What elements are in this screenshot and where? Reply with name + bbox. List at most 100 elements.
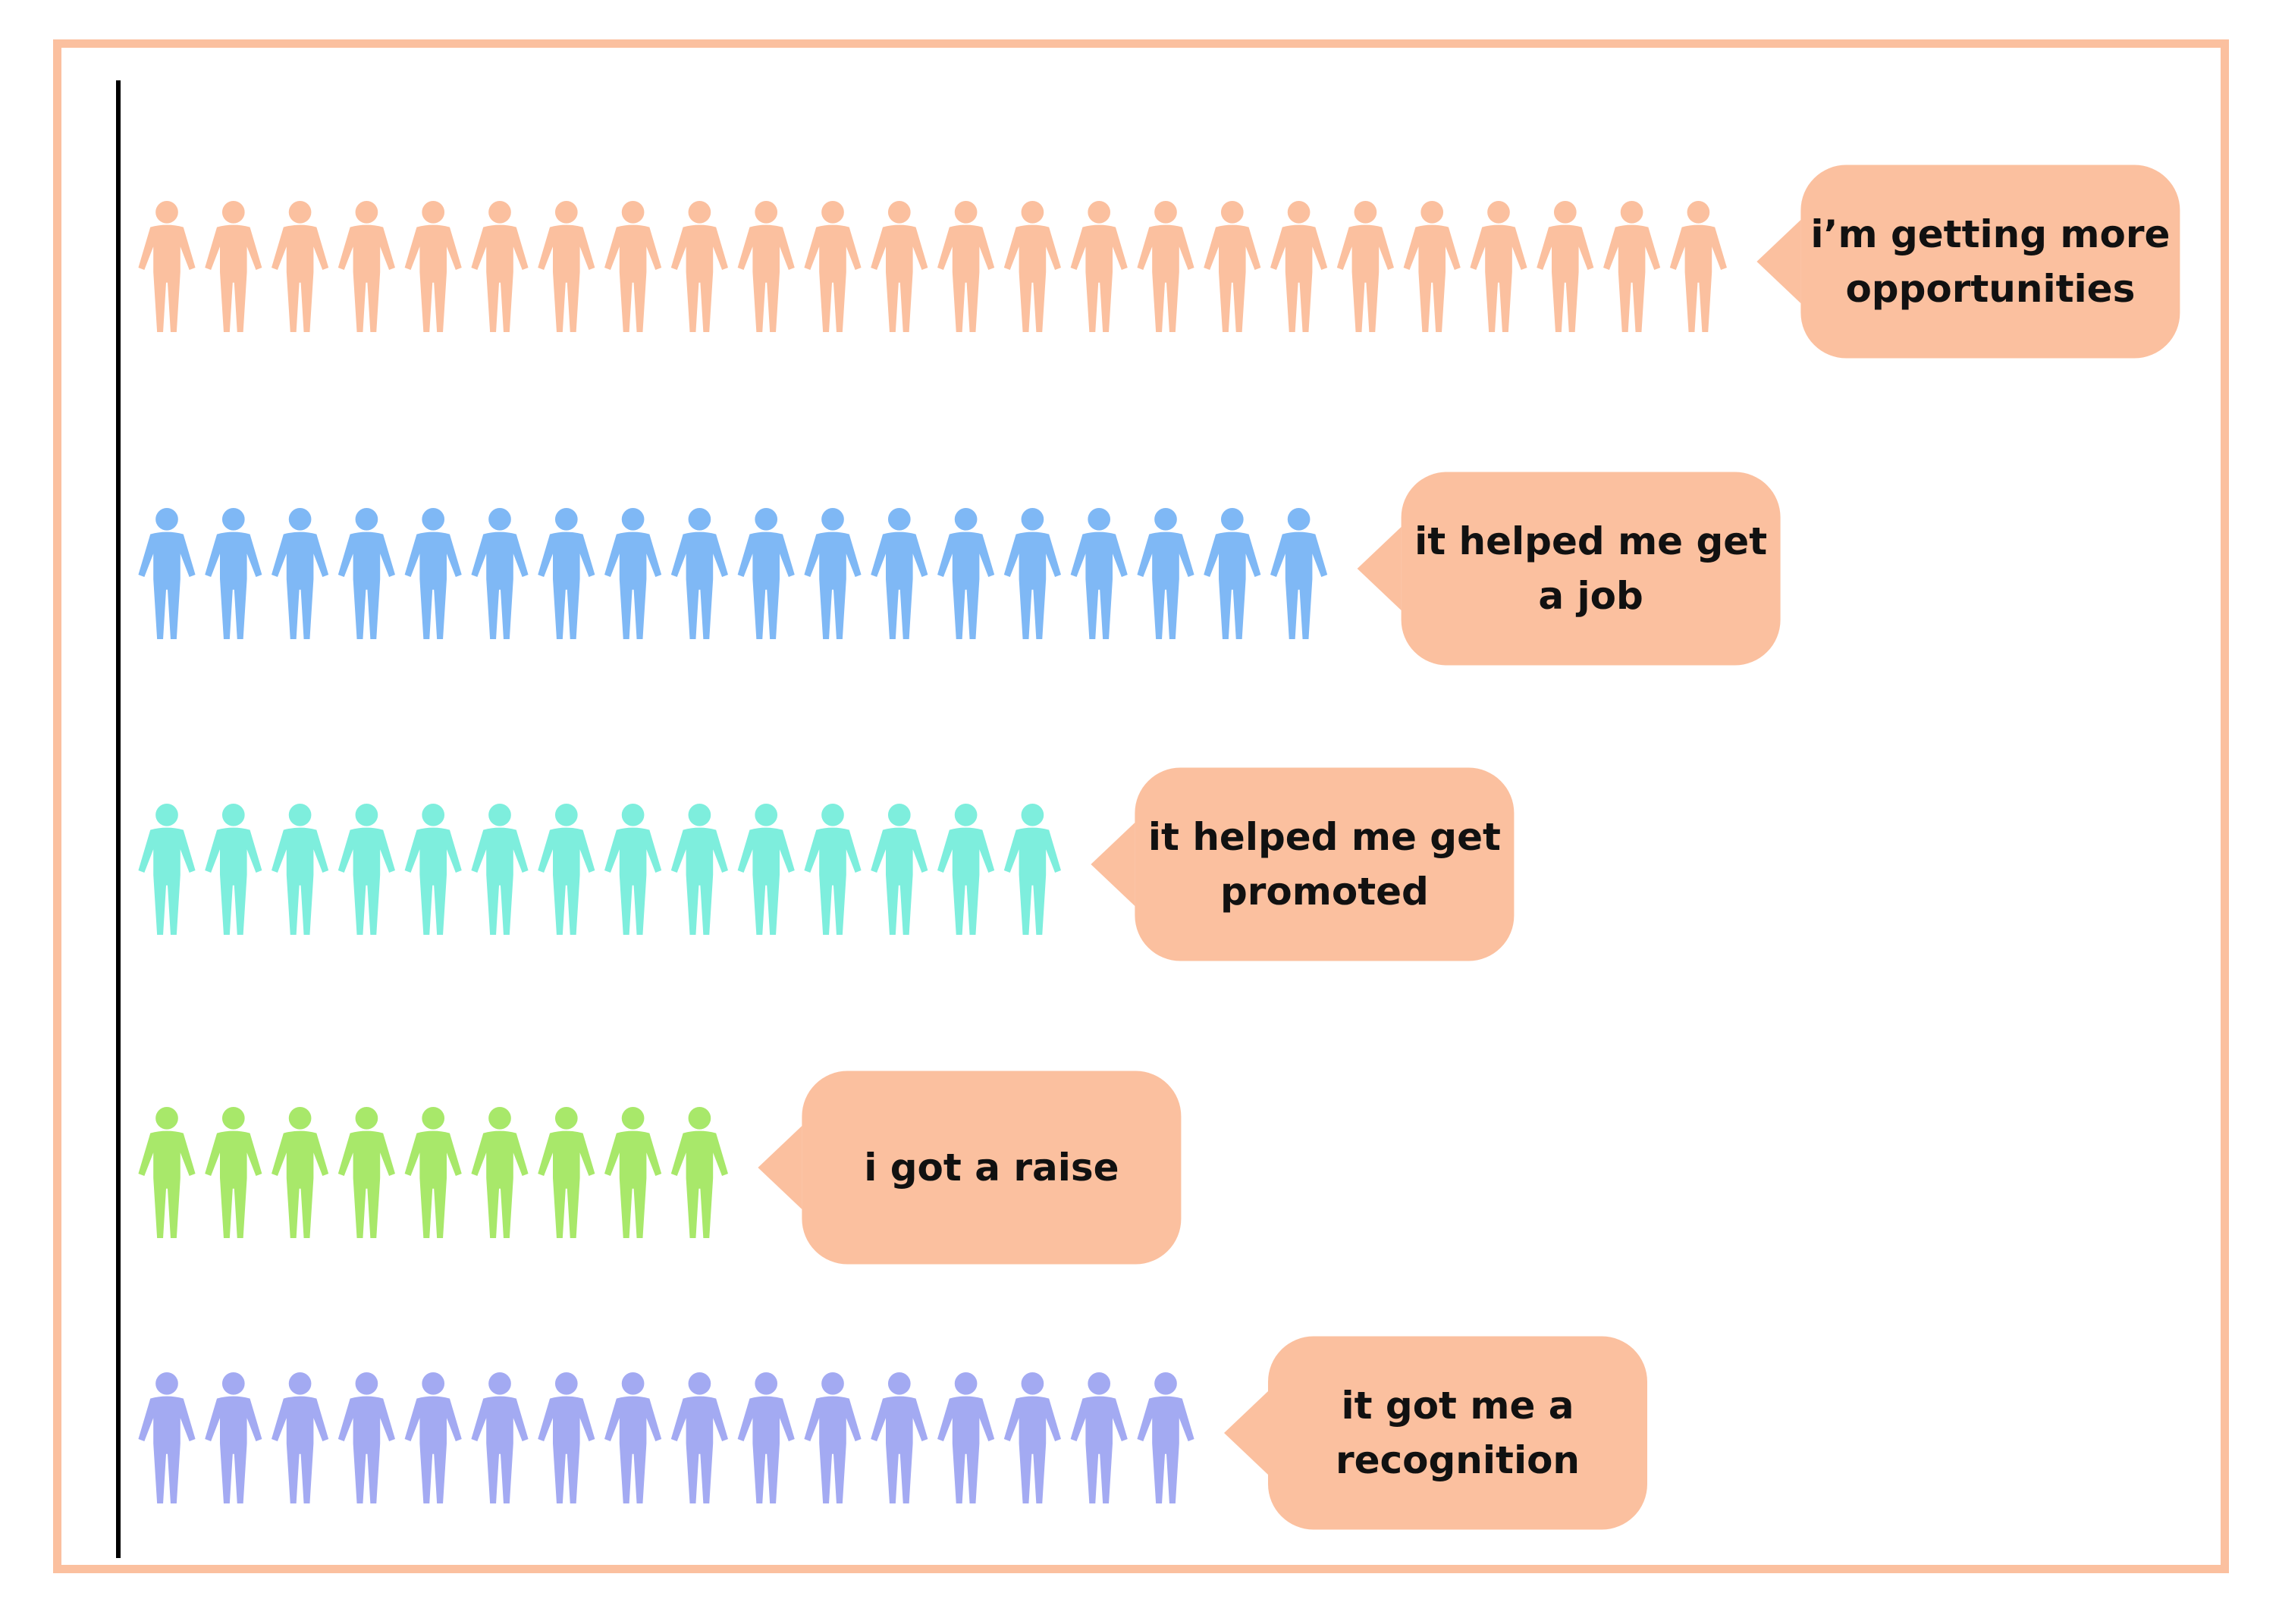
- person-icon: [471, 803, 529, 936]
- person-icon: [272, 200, 329, 333]
- person-icon: [604, 803, 662, 936]
- speech-bubble-tail: [1224, 1391, 1268, 1475]
- person-icon: [670, 803, 728, 936]
- speech-bubble-tail: [1357, 527, 1402, 610]
- person-icon: [1070, 200, 1128, 333]
- person-icon: [1137, 507, 1194, 640]
- row-4: i got a raise: [138, 1071, 1182, 1265]
- speech-bubble-tail: [1756, 220, 1801, 303]
- person-icon: [804, 803, 862, 936]
- person-icon: [804, 1372, 862, 1504]
- person-icon: [404, 1372, 462, 1504]
- person-icon: [272, 1106, 329, 1239]
- person-icon: [937, 507, 995, 640]
- person-icon: [1669, 200, 1727, 333]
- person-icon: [737, 803, 795, 936]
- person-icon: [471, 1372, 529, 1504]
- person-icon: [1270, 507, 1328, 640]
- category-label: it helped me get: [1148, 815, 1501, 859]
- speech-bubble: [802, 1071, 1182, 1265]
- person-icon: [1470, 200, 1527, 333]
- category-label: i’m getting more: [1810, 212, 2170, 256]
- person-icon: [138, 507, 196, 640]
- person-icon: [337, 200, 395, 333]
- person-icon: [538, 803, 595, 936]
- person-icon: [404, 1106, 462, 1239]
- person-icon: [538, 507, 595, 640]
- person-icon: [404, 507, 462, 640]
- person-icon: [670, 507, 728, 640]
- row-2: it helped me get a job: [138, 472, 1781, 666]
- person-icon: [538, 1106, 595, 1239]
- person-icon: [205, 1372, 262, 1504]
- person-icon: [1070, 1372, 1128, 1504]
- person-icon: [538, 1372, 595, 1504]
- speech-bubble: [1135, 767, 1515, 961]
- person-icon: [1003, 507, 1061, 640]
- person-icon: [138, 200, 196, 333]
- category-label: it helped me get: [1414, 519, 1767, 563]
- person-icon: [272, 803, 329, 936]
- category-label: opportunities: [1845, 267, 2135, 311]
- person-icon: [138, 1372, 196, 1504]
- person-icon: [138, 803, 196, 936]
- row-1: i’m getting more opportunities: [138, 165, 2180, 359]
- person-icon: [272, 507, 329, 640]
- person-icon: [604, 507, 662, 640]
- person-icon: [538, 200, 595, 333]
- person-icon: [205, 200, 262, 333]
- person-icon: [337, 507, 395, 640]
- person-icon: [471, 507, 529, 640]
- row-3: it helped me get promoted: [138, 767, 1515, 961]
- person-icon: [1537, 200, 1594, 333]
- person-icon: [1137, 200, 1194, 333]
- person-icon: [1070, 507, 1128, 640]
- person-icon: [737, 200, 795, 333]
- person-icon: [1204, 507, 1261, 640]
- person-icon: [337, 1372, 395, 1504]
- person-icon: [205, 1106, 262, 1239]
- person-icon: [1603, 200, 1661, 333]
- person-icon: [205, 803, 262, 936]
- category-label: recognition: [1336, 1438, 1580, 1482]
- category-label: it got me a: [1341, 1384, 1574, 1428]
- person-icon: [804, 507, 862, 640]
- person-icon: [205, 507, 262, 640]
- person-icon: [937, 803, 995, 936]
- person-icon: [471, 1106, 529, 1239]
- person-icon: [670, 1372, 728, 1504]
- category-label: i got a raise: [864, 1146, 1119, 1190]
- person-icon: [1403, 200, 1461, 333]
- person-icon: [871, 1372, 928, 1504]
- person-icon: [471, 200, 529, 333]
- person-icon: [404, 200, 462, 333]
- category-label: a job: [1538, 574, 1643, 618]
- category-label: promoted: [1220, 870, 1429, 914]
- speech-bubble-tail: [1091, 823, 1135, 906]
- person-icon: [1003, 1372, 1061, 1504]
- person-icon: [604, 1106, 662, 1239]
- speech-bubble-tail: [758, 1126, 802, 1209]
- person-icon: [272, 1372, 329, 1504]
- person-icon: [1003, 803, 1061, 936]
- person-icon: [871, 507, 928, 640]
- speech-bubble: [1268, 1336, 1647, 1530]
- speech-bubble: [1800, 165, 2180, 359]
- person-icon: [937, 200, 995, 333]
- person-icon: [337, 1106, 395, 1239]
- person-icon: [337, 803, 395, 936]
- person-icon: [1137, 1372, 1194, 1504]
- person-icon: [404, 803, 462, 936]
- person-icon: [737, 507, 795, 640]
- row-5: it got me a recognition: [138, 1336, 1647, 1530]
- person-icon: [604, 1372, 662, 1504]
- person-icon: [871, 803, 928, 936]
- person-icon: [670, 200, 728, 333]
- person-icon: [1270, 200, 1328, 333]
- person-icon: [737, 1372, 795, 1504]
- person-icon: [670, 1106, 728, 1239]
- person-icon: [804, 200, 862, 333]
- person-icon: [604, 200, 662, 333]
- person-icon: [937, 1372, 995, 1504]
